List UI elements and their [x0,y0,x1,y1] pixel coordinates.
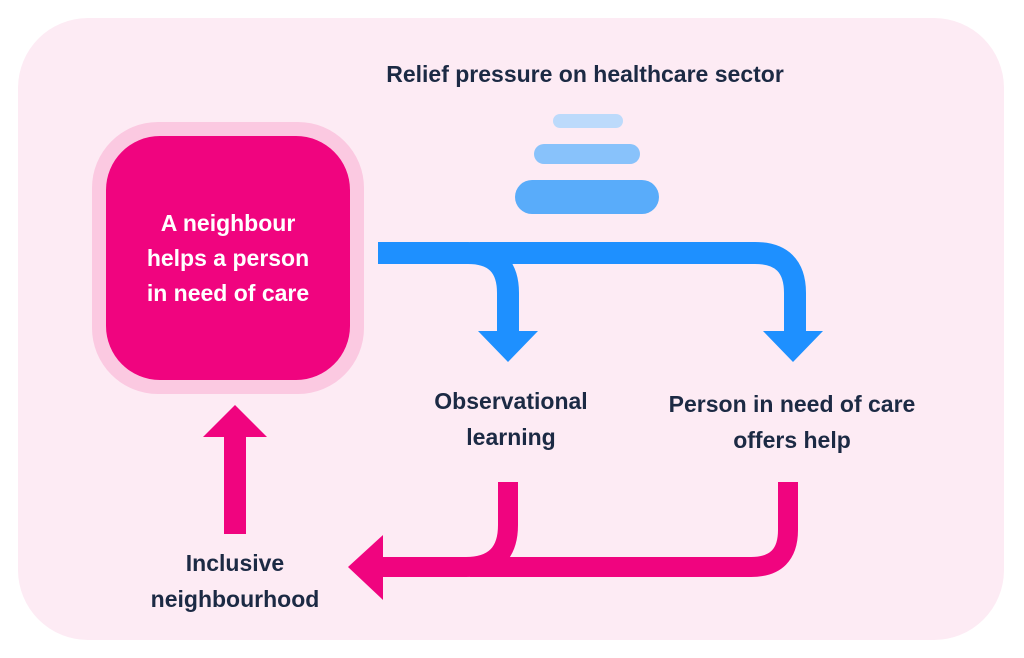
blue-arrowhead-right [763,331,823,362]
central-node-label: A neighbour helps a person in need of ca… [146,209,310,306]
blue-arrow-to-observational [378,242,519,335]
inclusive-neighbourhood-label: Inclusive neighbourhood [150,550,320,612]
person-offers-help-label: Person in need of care offers help [668,391,916,453]
central-node: A neighbour helps a person in need of ca… [106,136,350,380]
pink-arrowhead-left [348,535,383,600]
relief-pressure-label: Relief pressure on healthcare sector [386,61,784,87]
pressure-bar-small [553,114,623,128]
pink-arrow-from-observational [380,482,518,577]
observational-learning-label: Observational learning [434,388,588,450]
pressure-bar-large [515,180,659,214]
pink-up-arrowhead [203,405,267,437]
pink-arrow-from-person-offers-help [470,482,798,577]
pink-up-arrow-shaft [224,432,246,534]
blue-arrow-to-person-offers-help [470,242,806,335]
blue-arrowhead-left [478,331,538,362]
pressure-bar-medium [534,144,640,164]
